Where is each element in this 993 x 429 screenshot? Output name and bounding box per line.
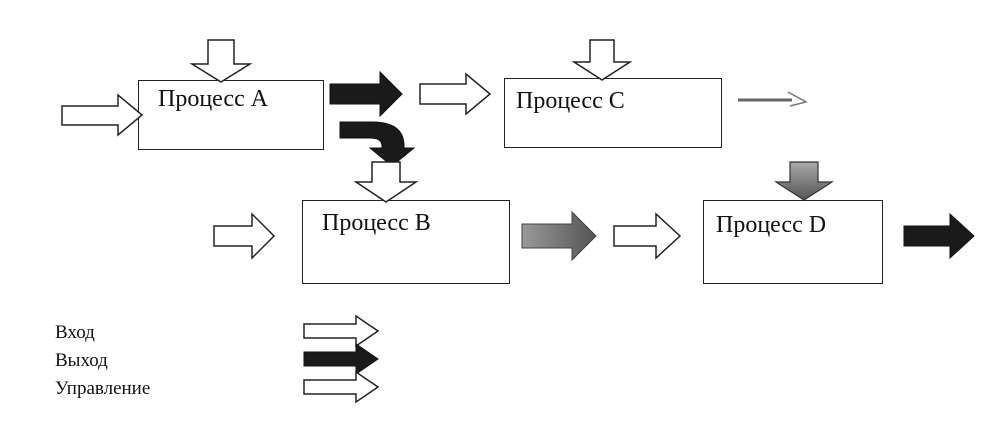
control-arrow-c [571,39,633,81]
output-arrow-c [738,91,809,107]
legend-output-arrow [303,343,379,375]
process-d-box [703,200,883,284]
legend-input-arrow [303,314,380,348]
process-d-label: Процесс D [716,212,827,238]
legend-control-label: Управление [55,378,151,399]
control-arrow-a [189,39,253,83]
process-c-box [504,78,722,148]
legend-output-label: Выход [55,350,108,371]
process-a-box [138,80,324,150]
process-b-label: Процесс B [322,210,431,236]
output-arrow-b [521,210,597,262]
output-arrow-a [329,70,403,118]
process-b-box [302,200,510,284]
legend-input-label: Вход [55,322,95,343]
control-arrow-d [773,161,835,201]
input-arrow-a [61,93,144,137]
output-arrow-d [903,212,975,260]
process-c-label: Процесс C [516,88,625,114]
control-arrow-b [353,161,419,203]
curved-output-arrow-a-to-b [339,121,416,167]
input-arrow-b [213,212,276,260]
process-a-label: Процесс A [158,86,269,112]
input-arrow-d [613,212,682,260]
input-arrow-c [419,72,492,116]
legend-control-arrow [303,370,380,404]
